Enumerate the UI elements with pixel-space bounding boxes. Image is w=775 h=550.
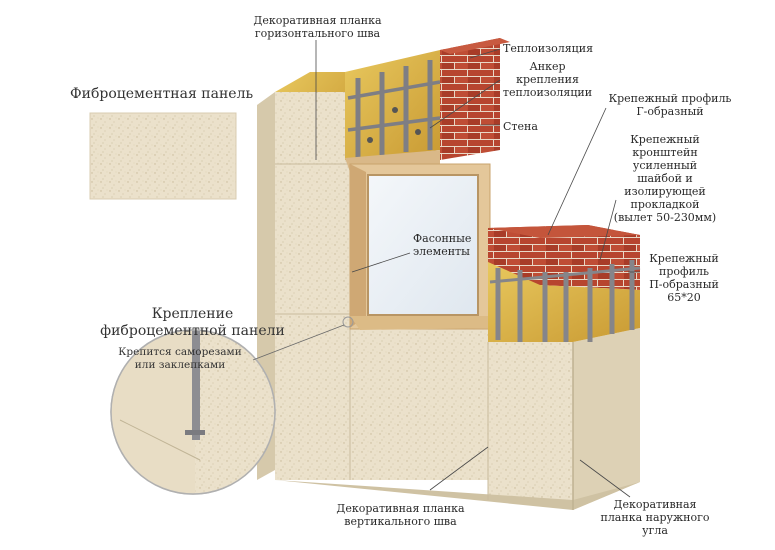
- upper-profiles: [347, 60, 441, 158]
- label-fastening-note: Крепится саморезами или заклепками: [118, 346, 242, 371]
- label-p-profile: Крепежный профиль П-образный 65*20: [649, 252, 719, 304]
- label-shaped-elements: Фасонные элементы: [413, 232, 472, 258]
- panel-bottom-left: [275, 314, 350, 480]
- label-bracket: Крепежный кронштейн усиленный шайбой и и…: [613, 133, 717, 224]
- label-insulation: Теплоизоляция: [503, 42, 594, 55]
- panel-mid-left: [275, 164, 350, 314]
- label-g-profile: Крепежный профиль Г-образный: [608, 92, 732, 118]
- label-outer-corner-plank: Декоративная планка наружного угла: [600, 498, 710, 537]
- label-wall: Стена: [503, 120, 538, 133]
- label-horizontal-seam-plank: Декоративная планка горизонтального шва: [253, 14, 382, 40]
- panel-corner-right: [573, 328, 640, 510]
- panel-bottom-right: [488, 342, 573, 500]
- panel-top-left: [275, 92, 350, 164]
- window-glass: [367, 174, 479, 316]
- label-fiber-cement-panel: Фиброцементная панель: [70, 86, 254, 102]
- sample-panel: [89, 112, 237, 200]
- lower-brick-wall: [488, 225, 640, 290]
- label-vertical-seam-plank: Декоративная планка вертикального шва: [336, 502, 465, 528]
- panel-bottom-face: [275, 480, 640, 510]
- label-insulation-anchor: Анкер крепления теплоизоляции: [502, 60, 593, 99]
- leader-lines: [315, 40, 640, 498]
- panel-bottom-mid: [350, 328, 488, 480]
- lower-profiles: [489, 260, 641, 342]
- anchor-dots: [367, 107, 421, 143]
- window-sill: [350, 316, 500, 330]
- upper-brick-wall: [440, 38, 500, 160]
- label-fastening-title: Крепление фиброцементной панели: [100, 306, 285, 339]
- window-reveal: [350, 164, 366, 328]
- callout-source: [342, 316, 354, 328]
